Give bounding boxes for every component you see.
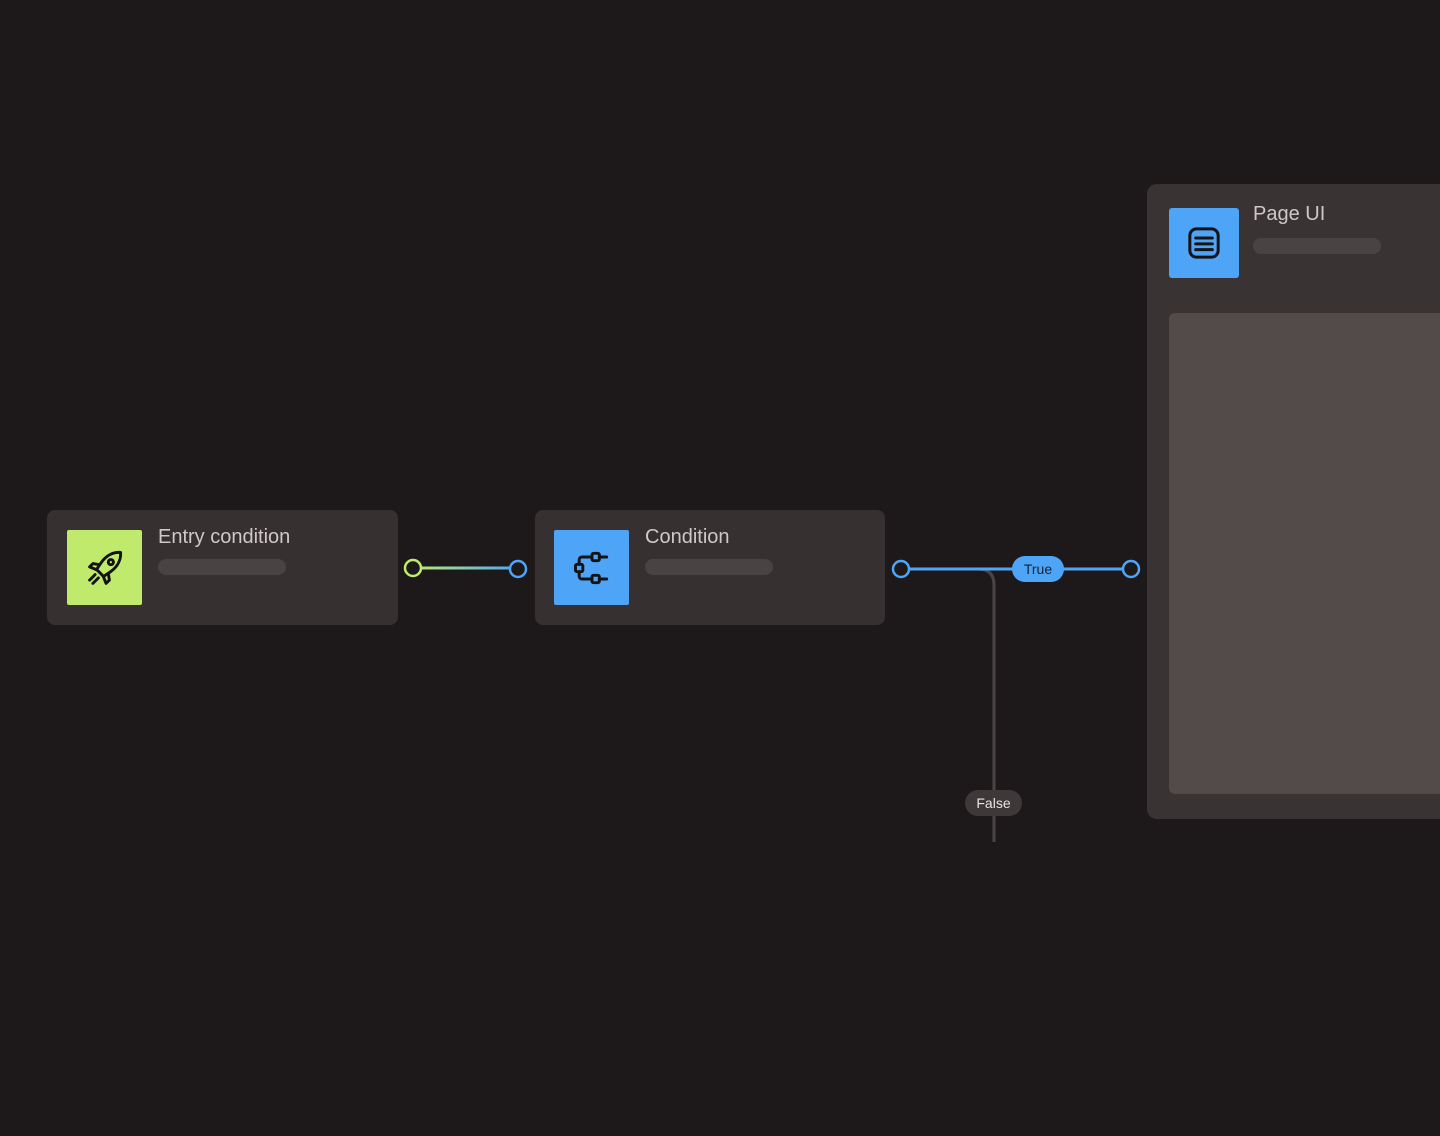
page-input-port[interactable] [1121, 559, 1141, 579]
page-ui-preview [1169, 313, 1440, 794]
list-layout-icon [1169, 208, 1239, 278]
entry-output-port[interactable] [403, 558, 423, 578]
entry-condition-title: Entry condition [158, 526, 291, 548]
condition-input-port[interactable] [508, 559, 528, 579]
entry-condition-node[interactable]: Entry condition [47, 510, 398, 625]
condition-node[interactable]: Condition [535, 510, 885, 625]
entry-condition-placeholder [158, 559, 286, 575]
true-branch-label: True [1012, 556, 1064, 582]
condition-output-port[interactable] [891, 559, 911, 579]
page-ui-placeholder [1253, 238, 1381, 254]
false-branch-label: False [965, 790, 1022, 816]
page-ui-node[interactable]: Page UI [1147, 184, 1440, 819]
branch-icon [554, 530, 629, 605]
page-ui-title: Page UI [1253, 203, 1326, 225]
condition-placeholder [645, 559, 773, 575]
condition-title: Condition [645, 526, 730, 548]
rocket-icon [67, 530, 142, 605]
